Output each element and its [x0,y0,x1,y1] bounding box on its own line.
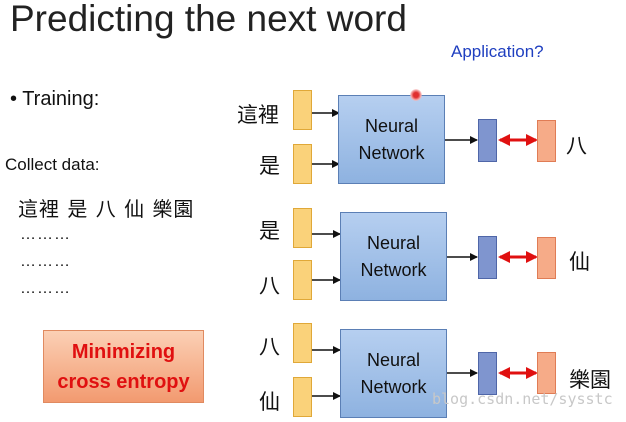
input-vector-r1b [293,144,312,184]
network-label-line1: Neural [366,232,421,253]
ellipsis-line-1: ……… [20,226,71,243]
minimize-line-2: cross entropy [57,370,190,393]
neural-network-r1: Neural Network [338,95,445,184]
application-question: Application? [451,42,544,61]
input-vector-r1a [293,90,312,130]
input-vector-r2a [293,208,312,248]
input-word-r3a: 八 [259,335,280,359]
ellipsis-line-2: ……… [20,253,71,270]
output-vector-r3 [478,352,497,395]
minimizing-cross-entropy-box: Minimizing cross entropy [43,330,204,403]
input-vector-r3a [293,323,312,363]
target-vector-r1 [537,120,556,162]
slide-title: Predicting the next word [10,0,407,39]
target-vector-r3 [537,352,556,394]
input-vector-r2b [293,260,312,300]
network-label-line1: Neural [364,115,419,136]
neural-network-r3: Neural Network [340,329,447,418]
target-word-r2: 仙 [569,250,590,274]
ellipsis-line-3: ……… [20,280,71,297]
laser-pointer-icon [410,89,422,101]
output-vector-r1 [478,119,497,162]
collect-data-label: Collect data: [5,155,100,174]
output-vector-r2 [478,236,497,279]
input-word-r1a: 這裡 [237,103,279,127]
example-sentence: 這裡 是 八 仙 樂園 [18,197,195,221]
training-bullet: • Training: [10,88,100,110]
network-label-line1: Neural [366,349,421,370]
input-word-r2b: 八 [259,274,280,298]
target-word-r1: 八 [566,134,587,158]
target-word-r3: 樂園 [569,368,611,392]
minimize-line-1: Minimizing [71,340,176,363]
input-vector-r3b [293,377,312,417]
input-word-r2a: 是 [259,219,280,243]
network-label-line2: Network [360,259,427,280]
target-vector-r2 [537,237,556,279]
network-label-line2: Network [358,142,425,163]
input-word-r3b: 仙 [259,390,280,414]
watermark-text: blog.csdn.net/sysstc [432,390,613,408]
neural-network-r2: Neural Network [340,212,447,301]
input-word-r1b: 是 [259,154,280,178]
network-label-line2: Network [360,376,427,397]
